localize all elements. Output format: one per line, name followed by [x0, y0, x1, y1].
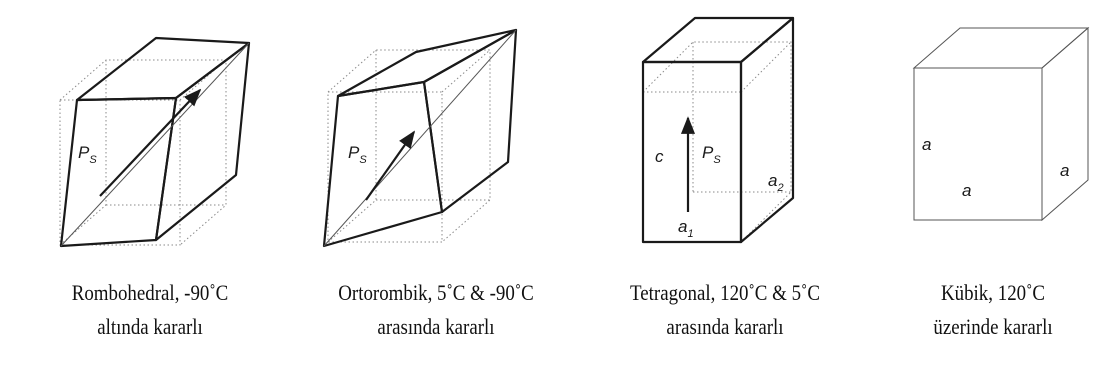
orthorhombic-caption: Ortorombik, 5˚C & -90˚C arasında kararlı [320, 276, 552, 344]
caption-line: Tetragonal, 120˚C & 5˚C [630, 280, 820, 305]
distorted-cell [322, 28, 518, 248]
caption-line: arasında kararlı [377, 314, 495, 339]
edge-a-bottom-label: a [962, 181, 971, 200]
caption-line: Ortorombik, 5˚C & -90˚C [338, 280, 534, 305]
tetragonal-caption: Tetragonal, 120˚C & 5˚C arasında kararlı [618, 276, 833, 344]
edge-a2-label: a2 [768, 171, 784, 194]
edge-a-right-label: a [1060, 161, 1069, 180]
elongated-cell [641, 16, 795, 244]
caption-line: üzerinde kararlı [933, 314, 1053, 339]
edge-c-label: c [655, 147, 664, 166]
edge-a-left-label: a [922, 135, 931, 154]
cubic-caption: Kübik, 120˚C üzerinde kararlı [907, 276, 1079, 344]
polarization-arrow [365, 130, 416, 201]
orthorhombic-cell: PS [322, 28, 518, 248]
tetragonal-cell: PS c a1 a2 [641, 16, 795, 244]
caption-line: Kübik, 120˚C [940, 280, 1046, 305]
rhombohedral-caption: Rombohedral, -90˚C altında kararlı [51, 276, 249, 344]
distorted-cell [59, 36, 251, 248]
caption-line: Rombohedral, -90˚C [71, 280, 229, 305]
polarization-arrow [99, 88, 202, 197]
cubic-cell: a a a [912, 26, 1090, 222]
reference-cube-ghost [642, 41, 792, 243]
polarization-label: PS [78, 143, 97, 166]
polarization-label: PS [702, 143, 721, 166]
polarization-label: PS [348, 143, 367, 166]
rhombohedral-cell: PS [59, 36, 251, 248]
caption-line: arasında kararlı [666, 314, 784, 339]
caption-line: altında kararlı [97, 314, 203, 339]
edge-a1-label: a1 [678, 217, 694, 240]
